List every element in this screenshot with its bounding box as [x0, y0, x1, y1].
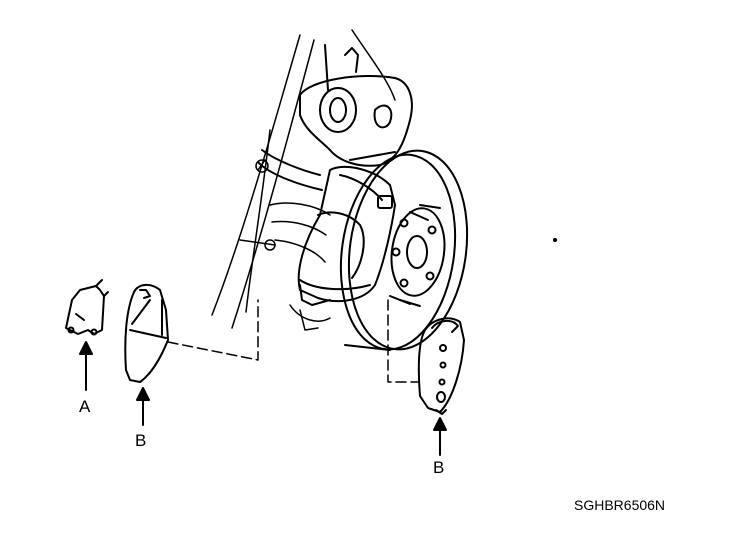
lower-arm — [289, 304, 331, 331]
label-b-right: B — [433, 458, 445, 477]
drive-shaft — [239, 159, 331, 263]
label-b-left: B — [135, 431, 147, 450]
caliper-assembly — [297, 165, 396, 306]
arrows — [79, 341, 447, 456]
stray-mark — [553, 238, 557, 242]
figure-code: SGHBR6506N — [574, 497, 666, 513]
brake-rotor — [339, 149, 469, 351]
brake-pad-left — [124, 284, 169, 383]
leader-lines — [167, 299, 419, 383]
label-a: A — [79, 397, 91, 416]
pad-shim-a — [65, 279, 109, 336]
brake-pad-right — [417, 317, 465, 415]
steering-knuckle — [257, 44, 413, 191]
